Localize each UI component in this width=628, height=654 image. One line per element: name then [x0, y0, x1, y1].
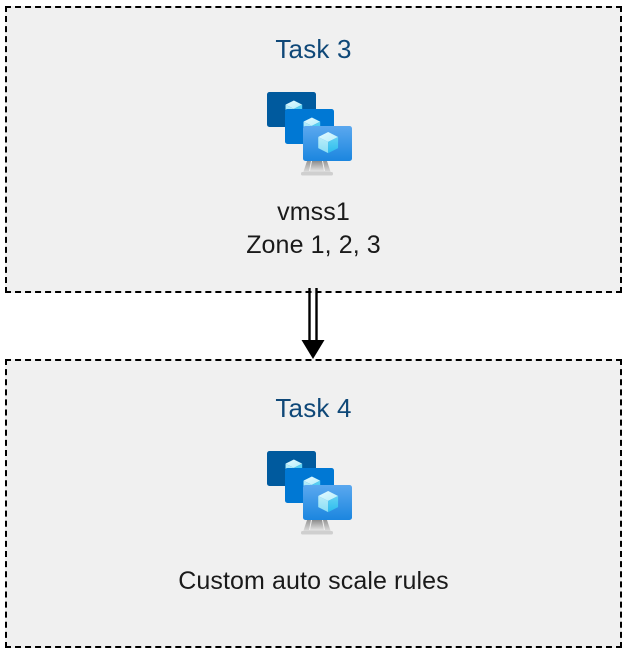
virtual-machine-scale-set-icon — [263, 88, 365, 180]
task-3-caption-line-1: vmss1 — [277, 198, 350, 226]
task-4-caption-line-1: Custom auto scale rules — [178, 567, 449, 595]
task-4-caption-block: Custom auto scale rules — [178, 565, 448, 598]
task-3-title: Task 3 — [275, 34, 352, 64]
task-3-caption-block: vmss1 Zone 1, 2, 3 — [246, 196, 381, 262]
task-3-caption-line-2: Zone 1, 2, 3 — [246, 231, 381, 259]
task-box-task-3[interactable]: Task 3 — [5, 6, 622, 293]
task-box-task-4[interactable]: Task 4 — [5, 359, 622, 648]
virtual-machine-scale-set-icon — [263, 447, 365, 539]
connector-task3-to-task4 — [296, 288, 340, 362]
task-4-title: Task 4 — [275, 393, 352, 423]
